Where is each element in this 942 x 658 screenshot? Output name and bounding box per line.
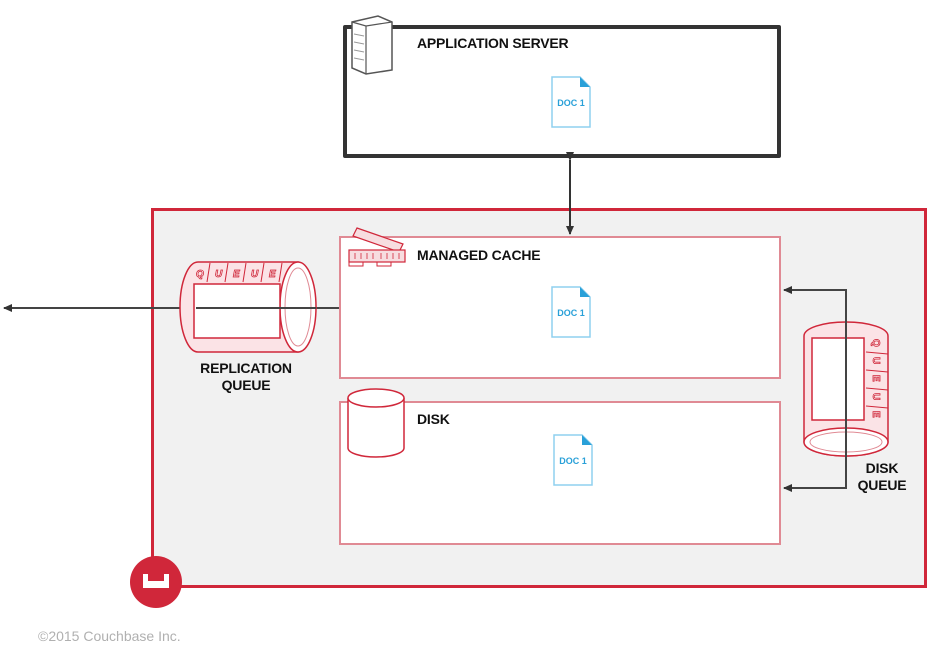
replication-queue-icon: Q U E U E [179,261,317,353]
disk-queue-letter: E [870,411,881,418]
ram-icon [348,227,406,267]
replication-queue-label: REPLICATION QUEUE [186,360,306,394]
doc-label-disk: DOC 1 [559,456,587,466]
disk-queue-letter: E [870,375,881,382]
replication-queue-label-line2: QUEUE [221,377,271,393]
doc-label-app-server: DOC 1 [557,98,585,108]
replication-queue-letter: U [215,269,223,280]
disk-queue-label-line1: DISK [865,460,899,476]
managed-cache-label: MANAGED CACHE [417,247,541,263]
disk-queue-label: DISK QUEUE [842,460,922,494]
disk-queue-label-line2: QUEUE [857,477,907,493]
doc-icon-disk[interactable]: DOC 1 [553,434,593,486]
couchbase-logo-icon [130,556,182,608]
disk-queue-letter: Q [870,339,881,347]
application-server-label: APPLICATION SERVER [417,35,569,51]
replication-queue-label-line1: REPLICATION [200,360,292,376]
replication-queue-letter: U [251,269,259,280]
doc-icon-managed-cache[interactable]: DOC 1 [551,286,591,338]
replication-queue-letter: E [269,269,276,280]
doc-icon-app-server[interactable]: DOC 1 [551,76,591,128]
disk-queue-letter: U [870,357,881,364]
database-icon [347,388,405,458]
replication-queue-letter: E [233,269,240,280]
disk-label: DISK [417,411,450,427]
doc-label-managed-cache: DOC 1 [557,308,585,318]
server-icon [351,15,393,75]
replication-queue-letter: Q [196,269,204,280]
copyright-text: ©2015 Couchbase Inc. [38,628,181,644]
disk-queue-icon: Q U E U E [803,318,889,460]
disk-queue-letter: U [870,393,881,400]
